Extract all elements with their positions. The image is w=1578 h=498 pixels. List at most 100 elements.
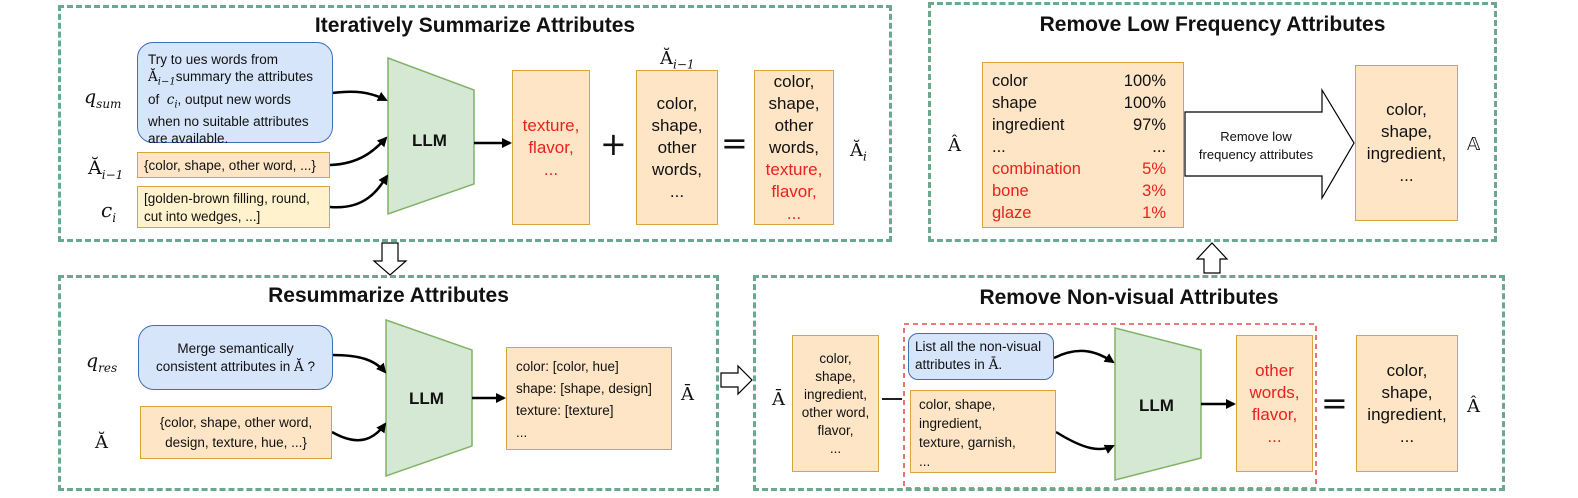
box-nonvisual-output: other words, flavor, ... — [1236, 335, 1313, 472]
prompt-resummarize: Merge semantically consistent attributes… — [138, 325, 333, 390]
vocab-input-line-2: design, texture, hue, ...} — [165, 434, 307, 450]
box-filtered-vocab: color, shape, ingredient, ... — [1355, 65, 1458, 221]
resum-prompt-math: Ă — [294, 358, 304, 375]
ci-letter: c — [101, 198, 113, 222]
qsum-label: qsum — [84, 86, 121, 111]
freq-name: combination — [992, 160, 1081, 178]
panel-title: Remove Non-visual Attributes — [979, 286, 1279, 309]
visual-result-4: ... — [1399, 426, 1415, 446]
merged-input-1: color, — [819, 350, 852, 366]
vocab-input-line-1: {color, shape, other word, — [159, 414, 313, 430]
box-caption: [golden-brown filling, round, cut into w… — [137, 186, 330, 228]
freq-name: color — [992, 72, 1028, 90]
merge-map-1: color: [color, hue] — [516, 359, 619, 374]
freq-name: ingredient — [992, 116, 1065, 134]
equals-sign-4: = — [1321, 384, 1348, 422]
merged-1: color, — [773, 71, 815, 91]
filtered-3: ingredient, — [1366, 144, 1447, 163]
merged-input-5: flavor, — [817, 422, 854, 438]
arrow-qres-to-llm — [331, 353, 387, 374]
freq-row: combination 5% — [992, 158, 1183, 180]
freq-pct: 1% — [1142, 204, 1166, 222]
bar-a-label-3: Ā — [681, 384, 694, 405]
nonvisual-out-3: flavor, — [1251, 404, 1298, 424]
prompt-line-3: of ci, output new words — [148, 91, 324, 114]
prompt-text-3b: , output new words — [177, 91, 291, 107]
merge-map-3: texture: [texture] — [516, 403, 614, 418]
arrow-sub-to-llm-4 — [1055, 430, 1115, 454]
filtered-2: shape, — [1380, 122, 1433, 141]
prompt-math-c: c — [166, 91, 175, 108]
panel-remove-non-visual: Remove Non-visual Attributes — [753, 275, 1505, 491]
nonvisual-prompt-end: . — [998, 357, 1003, 372]
filtered-1: color, — [1386, 100, 1427, 119]
prompt-line-1: Try to ues words from — [148, 52, 279, 67]
box-merged-vocab: color, shape, other words, texture, flav… — [754, 70, 834, 225]
prompt-text-2: summary the attributes — [175, 69, 314, 84]
llm-trapezoid-3 — [1114, 327, 1202, 481]
prev-vocab-2: shape, — [651, 115, 703, 135]
freq-pct: 5% — [1142, 160, 1166, 178]
llm-label-3: LLM — [1139, 396, 1174, 415]
panel-title: Resummarize Attributes — [268, 284, 509, 307]
arrow-panel1-to-panel3 — [372, 242, 408, 276]
a-input-label: Ă — [95, 432, 108, 453]
panel-resummarize: Resummarize Attributes — [58, 275, 719, 491]
visual-result-1: color, — [1386, 360, 1428, 380]
nonvisual-out-2: words, — [1249, 382, 1300, 402]
prev-top-letter: Ă — [660, 48, 673, 69]
merged-input-4: other word, — [801, 404, 870, 420]
merged-4: words, — [768, 137, 820, 157]
box-merge-map: color: [color, hue] shape: [shape, desig… — [506, 347, 672, 450]
llm-label-2: LLM — [409, 389, 444, 408]
box-visual-result: color, shape, ingredient, ... — [1356, 335, 1458, 472]
merged-input-2: shape, — [815, 368, 856, 384]
box-nonvisual-input: color, shape, ingredient, texture, garni… — [910, 390, 1056, 473]
arrow-prev-to-llm — [329, 136, 388, 167]
freq-name: bone — [992, 182, 1029, 200]
resum-prompt-line-2: consistent attributes in Ă ? — [156, 358, 315, 376]
arrow-qsum-to-llm — [331, 90, 388, 102]
prompt-math-a: Ă — [148, 69, 158, 85]
qres-letter: q — [86, 350, 99, 372]
freq-name: glaze — [992, 204, 1032, 222]
box-caption-line-2: cut into wedges, ...] — [144, 209, 261, 224]
panel-iteratively-summarize: Iteratively Summarize Attributes — [58, 5, 892, 242]
prompt-math-ci-sub: i — [174, 99, 178, 111]
nonvisual-prompt-text: attributes in — [915, 357, 985, 372]
prev-vocab-5: ... — [669, 181, 685, 201]
prompt-summarize: Try to ues words from Ăi−1summary the at… — [137, 42, 333, 146]
box-new-attributes: texture, flavor, ... — [512, 70, 590, 225]
nonvisual-input-3: texture, garnish, — [919, 435, 1016, 450]
remove-low-label: Remove low frequency attributes — [1190, 128, 1322, 164]
ci-sub: i — [112, 211, 117, 225]
merged-2: shape, — [768, 93, 820, 113]
box-merged-input: color, shape, ingredient, other word, fl… — [792, 335, 879, 472]
result-label-1: Ăi — [850, 140, 867, 164]
hat-a-label-4: Â — [1467, 396, 1480, 417]
freq-pct: 97% — [1132, 116, 1166, 134]
remove-low-line-2: frequency attributes — [1198, 147, 1314, 162]
remove-low-line-1: Remove low — [1220, 129, 1292, 144]
freq-pct: 3% — [1142, 182, 1166, 200]
freq-name: shape — [992, 94, 1037, 112]
nonvisual-input-1: color, shape, — [919, 397, 996, 412]
a-prev-label: Ăi−1 — [88, 157, 123, 182]
filtered-4: ... — [1399, 166, 1414, 185]
panel-remove-low-frequency: Remove Low Frequency Attributes — [928, 2, 1497, 242]
nonvisual-prompt-line-1: List all the non-visual — [915, 339, 1042, 354]
freq-row: ...... — [992, 136, 1183, 158]
prompt-line-4: when no suitable attributes — [148, 114, 309, 130]
big-hollow-arrow — [1184, 87, 1355, 201]
nonvisual-out-4: ... — [1267, 426, 1282, 446]
llm-label-1: LLM — [412, 131, 447, 150]
arrow-prompt-to-llm-4 — [1053, 349, 1115, 364]
result-letter-1: Ă — [850, 140, 863, 161]
prompt-text-3a: of — [148, 91, 160, 107]
prev-top-sub: i−1 — [673, 57, 695, 72]
prompt-math-sub: i−1 — [157, 76, 176, 88]
box-previous-vocab: color, shape, other words, ... — [636, 70, 718, 225]
